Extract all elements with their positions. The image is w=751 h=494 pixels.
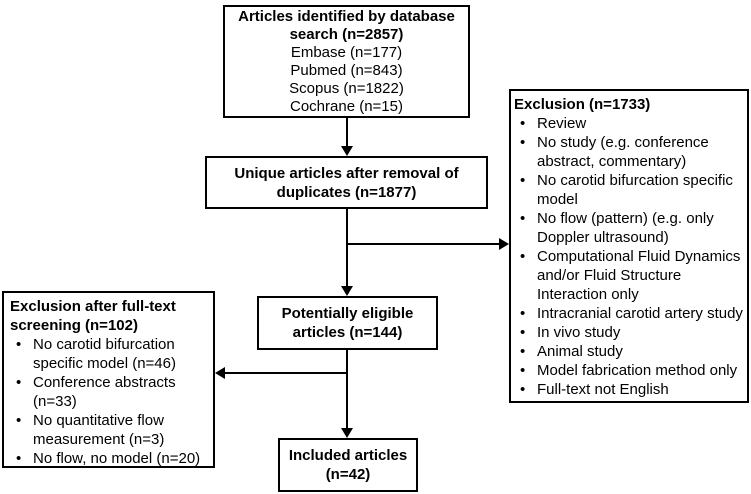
arrow-line bbox=[346, 350, 348, 429]
arrow-down-icon bbox=[341, 428, 353, 438]
exclusion-screening-item: Intracranial carotid artery study bbox=[513, 304, 745, 323]
box-identified: Articles identified by database search (… bbox=[223, 5, 470, 118]
box-eligible-title: Potentially eligible articles (n=144) bbox=[281, 305, 414, 341]
exclusion-fulltext-list: No carotid bifurcation specific model (n… bbox=[9, 335, 211, 468]
exclusion-screening-item: No study (e.g. conference abstract, comm… bbox=[513, 133, 745, 171]
arrow-line bbox=[347, 243, 500, 245]
exclusion-screening-item: Full-text not English bbox=[513, 380, 745, 399]
database-source-line: Embase (n=177) bbox=[290, 43, 403, 61]
exclusion-screening-item: Review bbox=[513, 114, 745, 133]
exclusion-fulltext-item: Conference abstracts (n=33) bbox=[9, 373, 211, 411]
box-identified-title: Articles identified by database search (… bbox=[238, 7, 455, 43]
arrow-line bbox=[224, 372, 347, 374]
box-identified-sources: Embase (n=177)Pubmed (n=843)Scopus (n=18… bbox=[289, 44, 404, 116]
exclusion-fulltext-item: No quantitative flow measurement (n=3) bbox=[9, 411, 211, 449]
database-source-line: Cochrane (n=15) bbox=[290, 97, 403, 115]
box-unique-articles: Unique articles after removal of duplica… bbox=[205, 156, 488, 209]
exclusion-screening-item: In vivo study bbox=[513, 323, 745, 342]
box-included: Included articles (n=42) bbox=[278, 438, 418, 492]
exclusion-screening-item: Model fabrication method only bbox=[513, 361, 745, 380]
box-exclusion-screening: Exclusion (n=1733) ReviewNo study (e.g. … bbox=[509, 89, 749, 403]
exclusion-screening-item: No carotid bifurcation specific model bbox=[513, 171, 745, 209]
arrow-down-icon bbox=[341, 286, 353, 296]
exclusion-fulltext-title: Exclusion after full-text screening (n=1… bbox=[10, 298, 176, 334]
arrow-right-icon bbox=[499, 238, 509, 250]
arrow-down-icon bbox=[341, 146, 353, 156]
arrow-line bbox=[346, 118, 348, 147]
exclusion-fulltext-item: No carotid bifurcation specific model (n… bbox=[9, 335, 211, 373]
exclusion-screening-title: Exclusion (n=1733) bbox=[514, 96, 651, 113]
exclusion-screening-item: No flow (pattern) (e.g. only Doppler ult… bbox=[513, 209, 745, 247]
exclusion-screening-item: Animal study bbox=[513, 342, 745, 361]
exclusion-screening-list: ReviewNo study (e.g. conference abstract… bbox=[513, 114, 745, 399]
database-source-line: Pubmed (n=843) bbox=[290, 61, 403, 79]
arrow-left-icon bbox=[215, 367, 225, 379]
database-source-line: Scopus (n=1822) bbox=[289, 79, 404, 97]
exclusion-fulltext-item: No flow, no model (n=20) bbox=[9, 449, 211, 468]
box-exclusion-fulltext: Exclusion after full-text screening (n=1… bbox=[2, 291, 215, 468]
arrow-line bbox=[346, 209, 348, 287]
box-eligible: Potentially eligible articles (n=144) bbox=[257, 296, 438, 350]
box-unique-title: Unique articles after removal of duplica… bbox=[234, 164, 459, 201]
exclusion-screening-item: Computational Fluid Dynamics and/or Flui… bbox=[513, 247, 745, 304]
box-included-title: Included articles (n=42) bbox=[288, 447, 408, 483]
